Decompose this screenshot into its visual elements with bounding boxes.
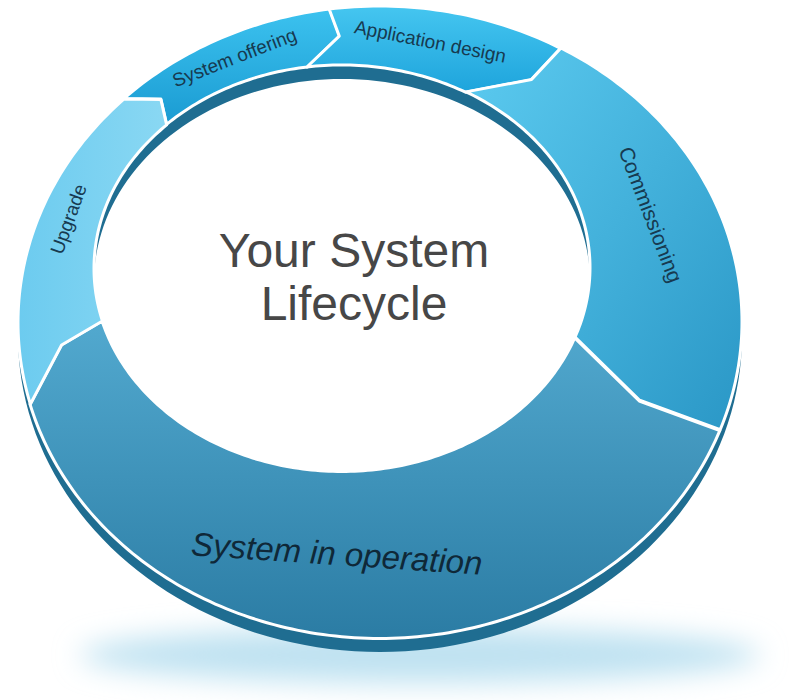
ring-rim [18,20,742,652]
lifecycle-segment: Application design [307,6,561,92]
segment-arrow [18,99,167,404]
lifecycle-segment: System in operation [30,321,720,638]
segment-arrow [30,321,720,638]
lifecycle-segment: Upgrade [18,99,167,404]
center-title: Your System Lifecycle [189,225,519,331]
segment-arrow [307,6,561,92]
segment-shape [30,321,720,638]
segment-shape [18,99,167,404]
